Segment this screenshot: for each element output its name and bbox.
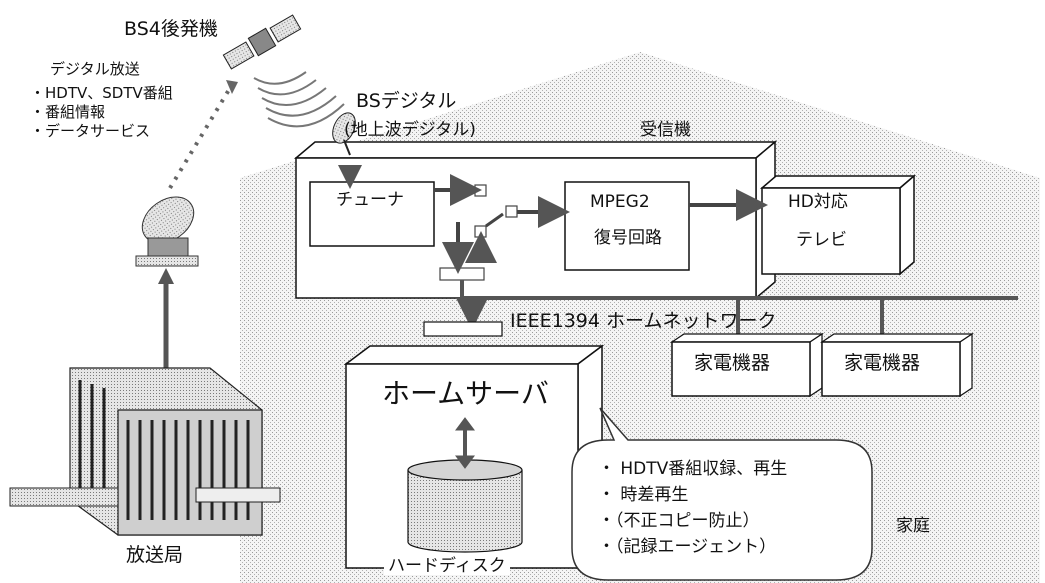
satellite-label: BS4後発機 [124,18,218,40]
tuner-box [309,181,435,247]
callout-list: ・ HDTV番組収録、再生 ・ 時差再生 ・（不正コピー防止） ・（記録エージェ… [598,456,787,560]
uplink-dotted-line [168,86,232,190]
hd-tv-box [759,174,917,276]
station-label: 放送局 [126,544,184,566]
bs-antenna-icon [332,112,356,156]
decoder-box [564,181,690,271]
list-item: ・データサービス [30,121,151,140]
appliance-box-2 [820,332,974,398]
broadcast-content-list: ・HDTV、SDTV番組 ・番組情報 ・データサービス [30,84,173,140]
server-disk-arrow [455,417,475,469]
list-item: ・HDTV、SDTV番組 [30,84,173,102]
receiver-label: 受信機 [640,120,691,140]
tv-label-1: HD対応 [788,192,848,212]
hard-disk-cylinder [407,459,523,553]
decoder-label-1: MPEG2 [590,192,650,212]
ground-dish-icon [135,196,199,267]
broadcast-station-building [9,367,281,536]
network-label: IEEE1394 ホームネットワーク [510,310,777,332]
house-label: 家庭 [896,516,930,536]
home-server-label: ホームサーバ [382,377,549,410]
bs-antenna-label-2: (地上波デジタル) [344,120,476,140]
list-item: ・ 時差再生 [598,485,689,505]
bs-antenna-label-1: BSデジタル [356,90,457,112]
internal-routing [338,165,768,281]
decoder-label-2: 復号回路 [594,228,662,248]
signal-waves [253,71,345,128]
appliance-box-1 [670,332,824,398]
list-item: ・（不正コピー防止） [598,511,760,531]
callout-bubble [571,407,873,581]
tv-label-2: テレビ [796,230,847,250]
list-item: ・（記録エージェント） [598,537,777,557]
server-port [423,321,503,337]
tuner-label: チューナ [336,190,404,210]
list-item: ・ HDTV番組収録、再生 [598,459,788,479]
appliance-label-1: 家電機器 [694,352,771,374]
appliance-label-2: 家電機器 [844,352,921,374]
list-item: ・番組情報 [30,102,106,121]
broadcast-content-title: デジタル放送 [50,60,140,78]
satellite-icon [222,14,302,70]
hard-disk-label: ハードディスク [384,558,510,575]
